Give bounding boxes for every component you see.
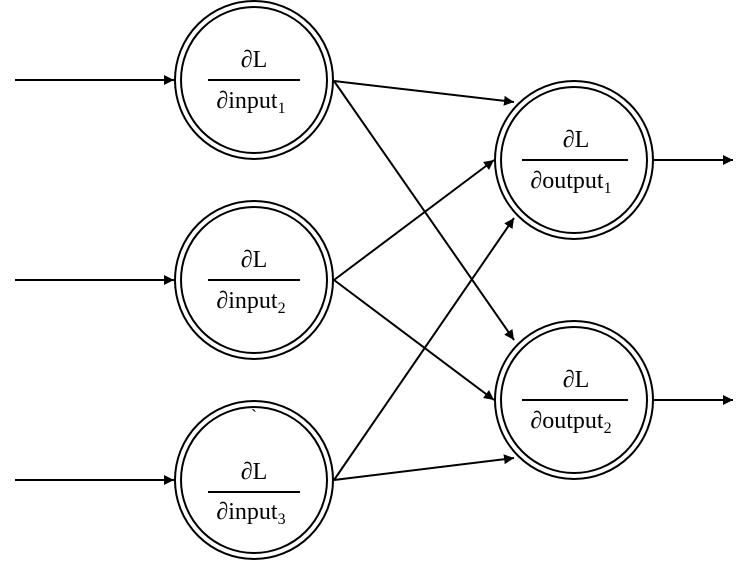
edge-input2-output2 bbox=[333, 279, 495, 401]
node-input-1-subscript: 1 bbox=[278, 100, 286, 117]
node-output-1-subscript: 1 bbox=[604, 180, 612, 197]
node-input-3-denominator-group: ∂input3 bbox=[216, 499, 285, 528]
node-input-3-subscript: 3 bbox=[278, 511, 286, 528]
node-output-1: ∂L ∂output1 bbox=[494, 80, 654, 240]
edge-input3-output2 bbox=[333, 454, 515, 481]
node-input-2-denominator: ∂input bbox=[216, 288, 278, 314]
node-input-2-denominator-group: ∂input2 bbox=[216, 288, 285, 317]
node-output-2-denominator-group: ∂output2 bbox=[530, 408, 611, 437]
node-output-2-denominator: ∂output bbox=[530, 408, 604, 434]
node-input-3-denominator: ∂input bbox=[216, 499, 278, 525]
node-input-3: ` ∂L ∂input3 bbox=[174, 400, 334, 560]
node-input-1-denominator: ∂input bbox=[216, 88, 278, 114]
node-output-1-denominator-group: ∂output1 bbox=[530, 168, 611, 197]
node-output-2-subscript: 2 bbox=[604, 420, 612, 437]
edge-input1-output1 bbox=[333, 80, 515, 106]
node-input-2: ∂L ∂input2 bbox=[174, 200, 334, 360]
edge-input2-output1 bbox=[333, 159, 495, 281]
node-input-1-numerator: ∂L bbox=[241, 47, 268, 73]
node-output-1-numerator: ∂L bbox=[563, 127, 590, 153]
node-input-2-numerator: ∂L bbox=[241, 247, 268, 273]
node-input-2-subscript: 2 bbox=[278, 300, 286, 317]
node-output-2: ∂L ∂output2 bbox=[494, 320, 654, 480]
node-input-1: ∂L ∂input1 bbox=[174, 0, 334, 160]
edge-input3-output1 bbox=[333, 217, 515, 481]
stray-backtick-mark: ` bbox=[251, 406, 257, 426]
node-output-1-denominator: ∂output bbox=[530, 168, 604, 194]
node-input-3-numerator: ∂L bbox=[241, 459, 268, 485]
node-input-1-denominator-group: ∂input1 bbox=[216, 88, 285, 117]
node-output-2-numerator: ∂L bbox=[563, 367, 590, 393]
edge-input1-output2 bbox=[333, 80, 515, 341]
